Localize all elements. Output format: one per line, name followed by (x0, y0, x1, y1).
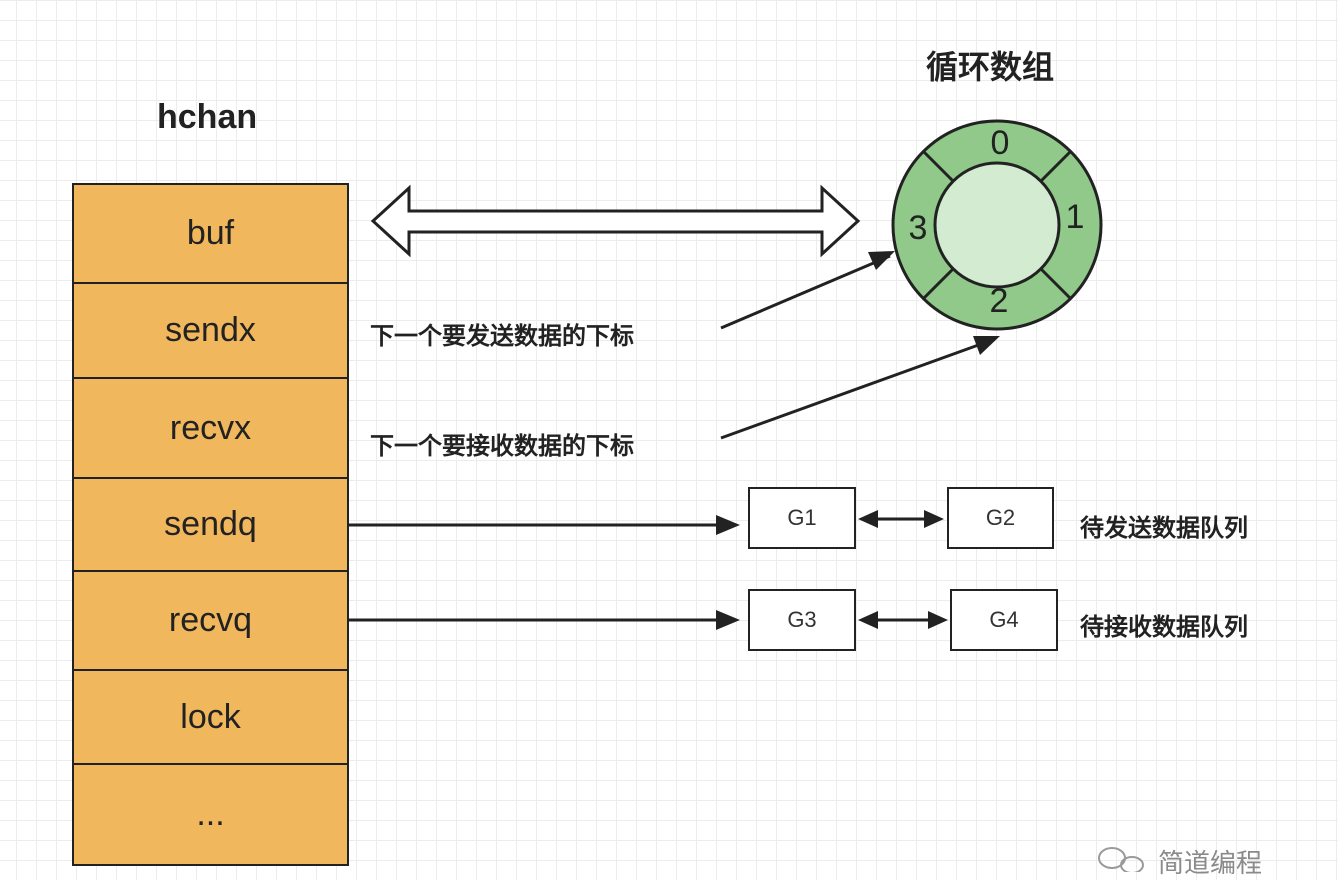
note-recvx: 下一个要接收数据的下标 (370, 433, 634, 460)
field-sendq: sendq (74, 479, 347, 572)
wechat-icon (1098, 847, 1144, 872)
ring-slot-1: 1 (1066, 198, 1085, 236)
ring-buffer-title: 循环数组 (926, 49, 1055, 85)
hchan-title: hchan (157, 98, 258, 136)
recvx-pointer-arrowhead (973, 336, 1000, 355)
g1-g2-link-head-left (858, 510, 878, 528)
field-recvq: recvq (74, 572, 347, 671)
ring-divider (921, 267, 955, 301)
watermark-text: 简道编程 (1158, 848, 1263, 878)
ring-divider (1039, 267, 1073, 301)
field-more: ... (196, 795, 225, 833)
sendx-pointer-arrowhead (868, 251, 895, 270)
ring-buffer: 0 1 2 3 (891, 119, 1103, 331)
field-lock: lock (74, 671, 347, 765)
recvx-pointer-arrow (720, 337, 996, 440)
ring-divider (1039, 149, 1073, 183)
note-sendx: 下一个要发送数据的下标 (370, 323, 634, 350)
goroutine-g4: G4 (950, 589, 1058, 651)
goroutine-g1: G1 (748, 487, 856, 549)
ring-slot-0: 0 (991, 124, 1010, 162)
sendx-pointer-arrow (720, 254, 891, 330)
ring-slot-3: 3 (909, 209, 928, 247)
goroutine-g3: G3 (748, 589, 856, 651)
recv-queue-label: 待接收数据队列 (1080, 614, 1248, 641)
buf-ring-double-arrow (370, 184, 861, 258)
field-buf: buf (74, 185, 347, 284)
recvq-arrowhead (716, 610, 740, 630)
field-sendx: sendx (74, 284, 347, 379)
ring-slot-2: 2 (990, 282, 1009, 320)
ring-inner (933, 161, 1061, 289)
g3-g4-link-head-right (928, 611, 948, 629)
ring-divider (921, 149, 955, 183)
g3-g4-link-head-left (858, 611, 878, 629)
send-queue-label: 待发送数据队列 (1080, 515, 1248, 542)
g1-g2-link-head-right (924, 510, 944, 528)
field-recvx: recvx (74, 379, 347, 479)
sendq-arrowhead (716, 515, 740, 535)
hchan-struct: buf sendx recvx sendq recvq lock ... (72, 183, 349, 866)
goroutine-g2: G2 (947, 487, 1054, 549)
